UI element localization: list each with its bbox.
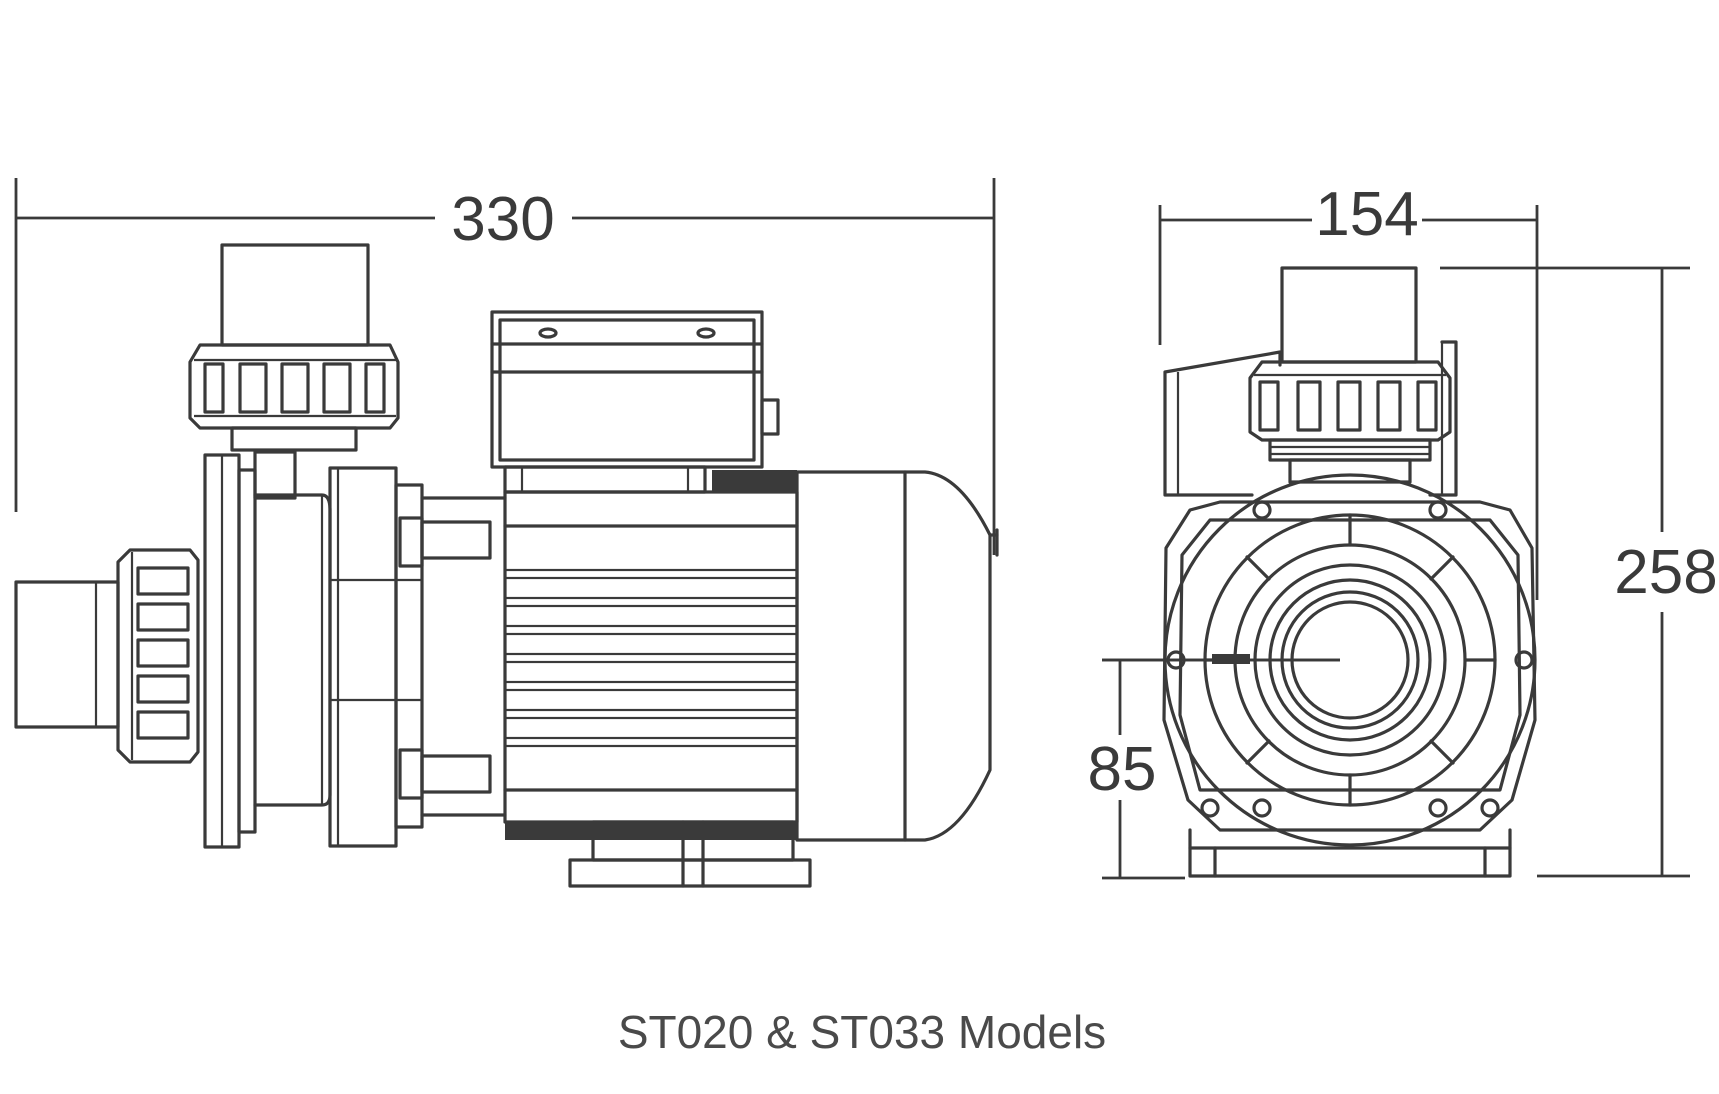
motor-end-cap — [795, 470, 999, 842]
side-view: 330 — [14, 178, 999, 888]
front-terminal-box — [1163, 340, 1458, 497]
motor-body — [503, 470, 799, 840]
front-view: 154 258 85 — [1088, 180, 1718, 880]
bolts — [420, 496, 507, 817]
dimension-154-label: 154 — [1315, 180, 1418, 249]
front-base — [1188, 828, 1512, 878]
inlet-union-nut — [116, 548, 200, 764]
motor-feet — [568, 820, 812, 888]
front-top-pipe — [1280, 266, 1418, 364]
terminal-box — [490, 310, 780, 494]
dimension-258: 258 — [1440, 266, 1718, 878]
dimension-258-label: 258 — [1614, 538, 1717, 607]
volute-body — [253, 466, 424, 848]
dimension-154: 154 — [1158, 180, 1539, 600]
front-union-nut — [1248, 360, 1452, 484]
dimension-330-label: 330 — [451, 185, 554, 254]
pump-flange — [203, 450, 297, 849]
inlet-pipe — [14, 580, 120, 729]
dimension-330: 330 — [14, 178, 996, 555]
front-inlet — [1102, 563, 1447, 757]
top-outlet-pipe — [220, 243, 370, 347]
dimension-85-label: 85 — [1088, 735, 1157, 804]
models-caption: ST020 & ST033 Models — [618, 1006, 1106, 1058]
top-union-nut — [188, 343, 400, 452]
